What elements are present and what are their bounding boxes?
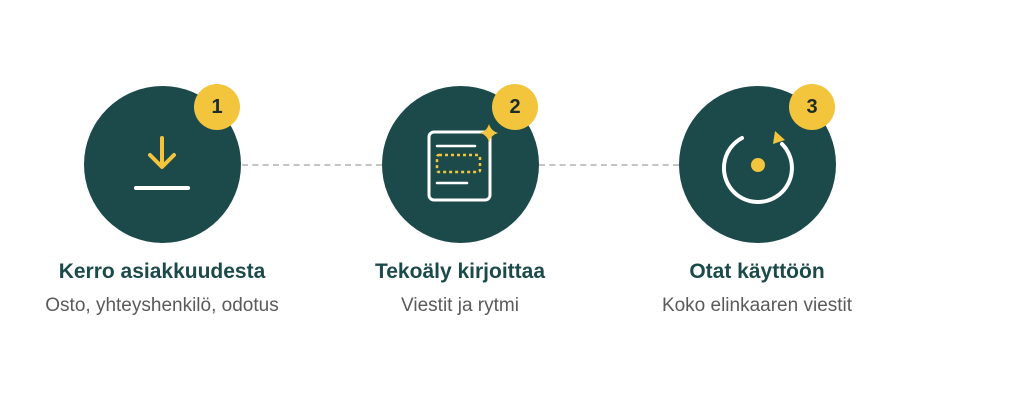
connector-line-2 [539, 164, 679, 166]
connector-line-1 [242, 164, 382, 166]
step-3: 3 Otat käyttöön Koko elinkaaren viestit [587, 0, 927, 410]
step-1-title: Kerro asiakkuudesta [58, 260, 266, 283]
document-sparkle-icon [427, 124, 498, 202]
step-1-circle [84, 86, 241, 243]
step-2: 2 Tekoäly kirjoittaa Viestit ja rytmi [290, 0, 630, 410]
step-3-title: Otat käyttöön [689, 260, 825, 283]
step-2-title: Tekoäly kirjoittaa [374, 260, 545, 283]
download-icon [134, 136, 190, 190]
step-1: 1 Kerro asiakkuudesta Osto, yhteyshenkil… [0, 0, 332, 410]
step-1-badge: 1 [194, 84, 240, 130]
step-2-badge: 2 [492, 84, 538, 130]
step-3-badge: 3 [789, 84, 835, 130]
cycle-icon [721, 131, 794, 205]
step-1-subtitle: Osto, yhteyshenkilö, odotus [45, 295, 279, 316]
step-3-subtitle: Koko elinkaaren viestit [661, 295, 853, 316]
step-2-subtitle: Viestit ja rytmi [401, 295, 519, 316]
